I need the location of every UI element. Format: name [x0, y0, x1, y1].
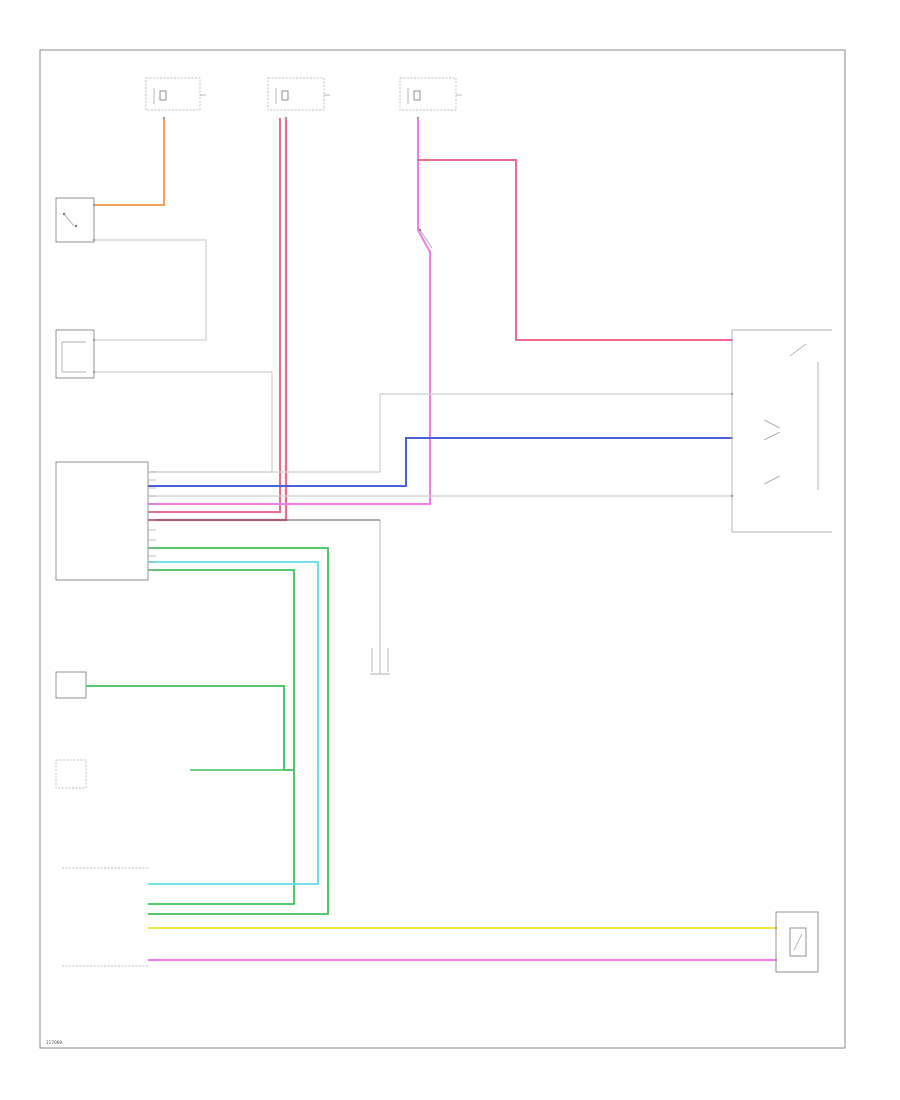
wire-gray-1: [94, 239, 207, 341]
powertrain-module: [62, 867, 150, 967]
fuse-box-center: [267, 77, 330, 111]
wire-green-1: [148, 547, 329, 915]
wire-pink-center-2: [148, 118, 281, 513]
wire-gray-3: [148, 393, 732, 473]
wire-pink-right: [418, 159, 732, 341]
stoplamp-switch: [55, 197, 95, 243]
wire-cyan: [148, 561, 319, 885]
wire-green-2: [148, 569, 295, 905]
cruise-switch: [731, 329, 832, 533]
wire-gray-2: [94, 371, 273, 473]
wire-orange: [94, 118, 165, 206]
fuse-box-right: [399, 77, 462, 111]
wire-magenta-brake: [148, 118, 431, 505]
speed-sensor: [775, 911, 819, 973]
control-module: [55, 461, 149, 581]
wire-pink-center: [148, 118, 288, 522]
fuse-panel-component: [55, 759, 87, 789]
wire-blue: [148, 437, 732, 487]
brake-pedal-switch: [418, 228, 433, 254]
diagram-frame: [39, 49, 846, 1049]
figure-code: 117069: [46, 1040, 62, 1045]
sensor-component: [55, 671, 87, 699]
wire-green-3: [86, 685, 294, 771]
module-pins: [148, 471, 156, 571]
ground-symbol: [370, 520, 390, 675]
fuse-box-left: [145, 77, 206, 111]
connector-dots: [92, 116, 778, 962]
clutch-switch: [55, 329, 95, 379]
